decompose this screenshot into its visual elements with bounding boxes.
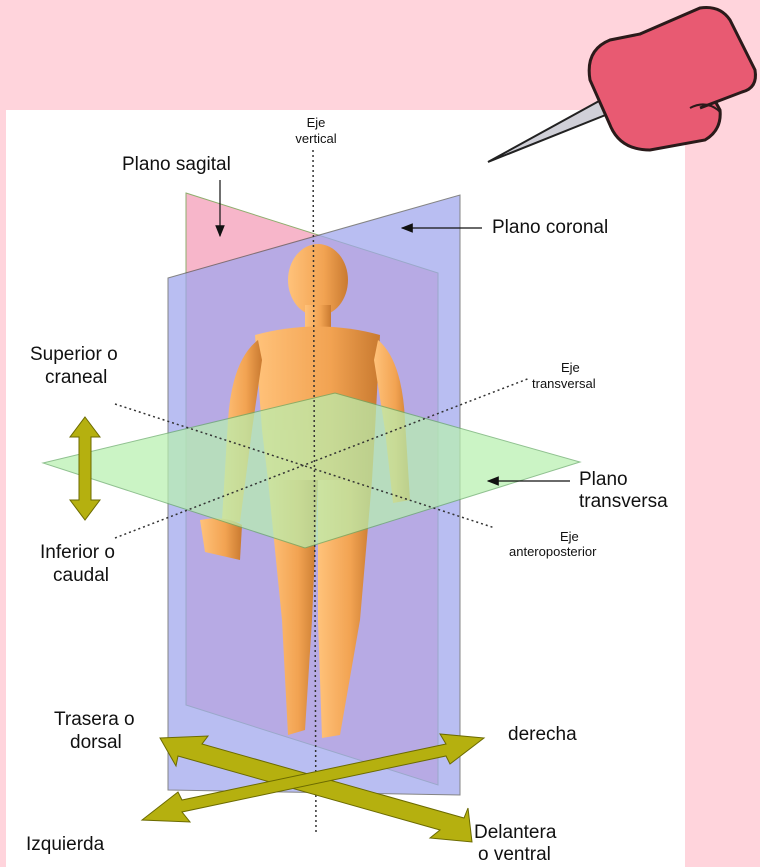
transverse-plane: [43, 393, 580, 548]
superior-label-1: Superior o: [30, 344, 118, 365]
eje-transversal-label-1: Eje: [561, 360, 580, 375]
trasera-label-1: Trasera o: [54, 709, 135, 730]
eje-vertical-label-2: vertical: [295, 131, 336, 146]
eje-vertical-label-1: Eje: [307, 115, 326, 130]
plano-coronal-label: Plano coronal: [492, 217, 608, 238]
plano-transversal-label-2: transversa: [579, 491, 668, 512]
trasera-label-2: dorsal: [70, 732, 122, 753]
plano-sagital-label: Plano sagital: [122, 154, 231, 175]
inferior-label-1: Inferior o: [40, 542, 115, 563]
derecha-label: derecha: [508, 724, 577, 745]
delantera-label-2: o ventral: [478, 844, 551, 865]
eje-anteroposterior-label-1: Eje: [560, 529, 579, 544]
plano-transversal-label-1: Plano: [579, 469, 628, 490]
pushpin-icon: [488, 8, 755, 163]
eje-anteroposterior-label-2: anteroposterior: [509, 544, 597, 559]
izquierda-label: Izquierda: [26, 834, 105, 855]
inferior-label-2: caudal: [53, 565, 109, 586]
eje-transversal-label-2: transversal: [532, 376, 596, 391]
delantera-label-1: Delantera: [474, 822, 557, 843]
superior-label-2: craneal: [45, 367, 107, 388]
